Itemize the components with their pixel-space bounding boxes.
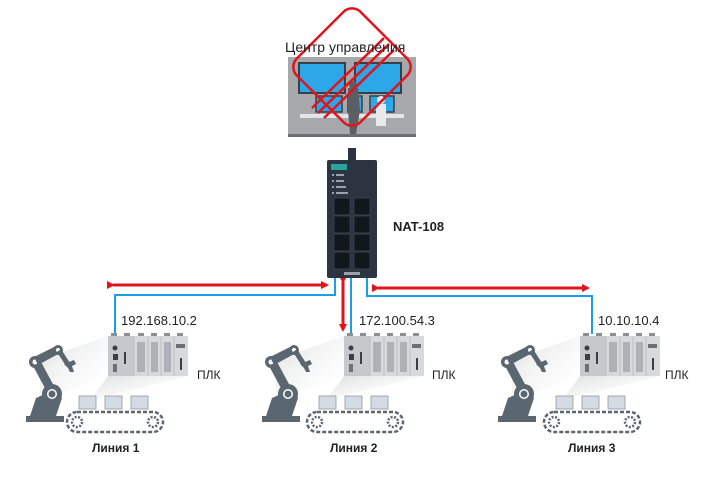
traffic-arrows: [107, 276, 590, 332]
conveyor-icon: [65, 394, 165, 434]
plc-device-3: [579, 332, 661, 377]
conveyor-icon: [542, 394, 642, 434]
line-3-illustration: [498, 332, 661, 434]
line-1-illustration: [26, 332, 189, 434]
plc-label-1: ПЛК: [197, 368, 221, 382]
crossed-out-icon: [292, 7, 412, 127]
ip-address-line-3: 10.10.10.4: [598, 313, 660, 328]
ip-address-line-1: 192.168.10.2: [121, 313, 197, 328]
conveyor-icon: [305, 394, 405, 434]
nat-108-switch: [327, 148, 377, 278]
control-center-title: Центр управления: [285, 39, 406, 55]
plc-device-1: [107, 332, 189, 377]
switch-label: NAT-108: [393, 219, 445, 234]
cable-line-3: [366, 278, 593, 334]
plc-label-3: ПЛК: [665, 368, 689, 382]
line-name-3: Линия 3: [568, 441, 616, 455]
plc-device-2: [343, 332, 425, 377]
line-name-2: Линия 2: [330, 441, 378, 455]
line-name-1: Линия 1: [92, 441, 140, 455]
line-2-illustration: [262, 332, 425, 434]
cable-line-1: [114, 278, 336, 334]
plc-label-2: ПЛК: [432, 368, 456, 382]
ip-address-line-2: 172.100.54.3: [359, 313, 435, 328]
